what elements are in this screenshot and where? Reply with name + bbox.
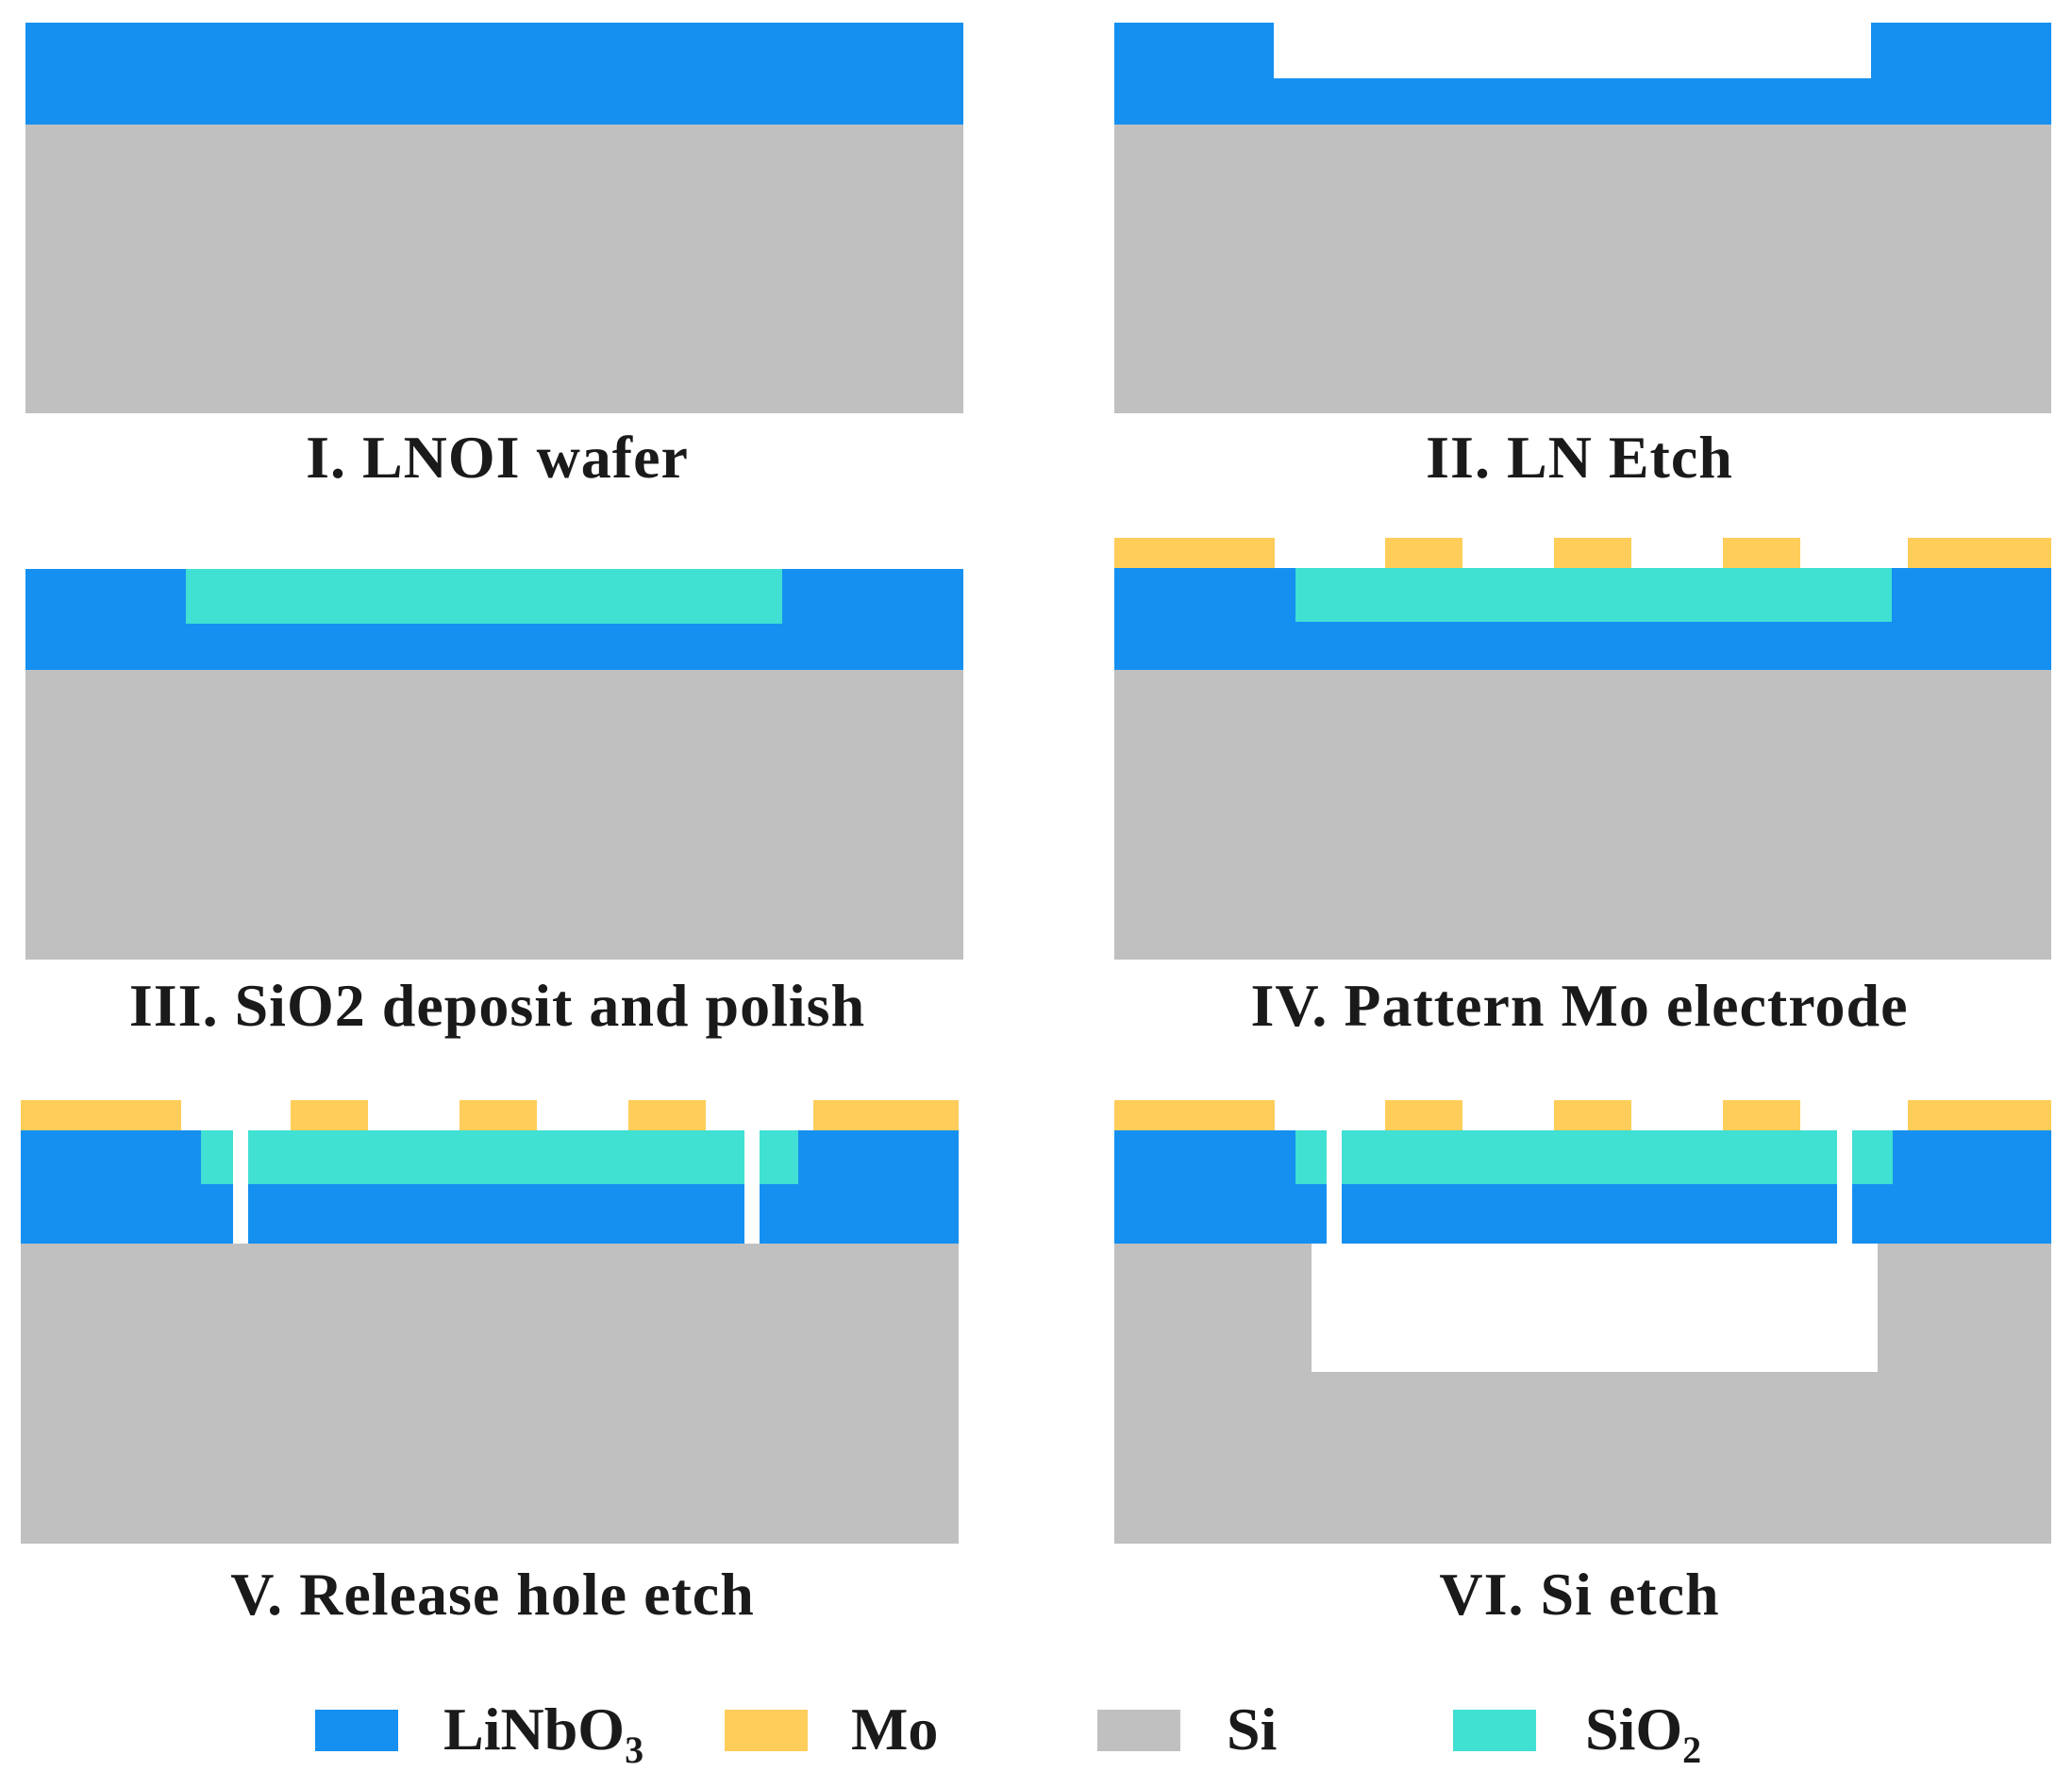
step-4-sio2-fill: [1295, 568, 1892, 622]
step-5-release-hole-right: [744, 1130, 760, 1244]
step-6-mo-electrode-4: [1723, 1100, 1800, 1130]
caption-step-4: IV. Pattern Mo electrode: [1250, 972, 1909, 1039]
step-1-linbo3-layer: [25, 23, 963, 125]
legend-label-linbo3: LiNbO3: [443, 1696, 644, 1771]
step-6-mo-electrode-5: [1908, 1100, 2051, 1130]
step-2-si-substrate: [1114, 125, 2051, 413]
step-5-mo-electrode-3: [460, 1100, 537, 1130]
step-3-sio2-fill: [186, 569, 782, 624]
step-4-mo-electrode-1: [1114, 538, 1275, 568]
step-5-mo-electrode-1: [21, 1100, 181, 1130]
step-5-sio2-fill: [201, 1130, 798, 1184]
step-6-release-hole-right: [1837, 1130, 1852, 1244]
step-6-mo-electrode-2: [1385, 1100, 1462, 1130]
step-5-si-substrate: [21, 1244, 959, 1544]
legend-label-si: Si: [1227, 1696, 1278, 1763]
step-4-mo-electrode-3: [1554, 538, 1631, 568]
step-6-mo-electrode-3: [1554, 1100, 1631, 1130]
legend-label-mo: Mo: [851, 1696, 939, 1763]
legend-label-sio2: SiO2: [1585, 1696, 1702, 1771]
step-5-mo-electrode-2: [291, 1100, 368, 1130]
step-4-mo-electrode-5: [1908, 538, 2051, 568]
caption-step-5: V. Release hole etch: [230, 1561, 755, 1628]
step-1-si-substrate: [25, 125, 963, 413]
step-6-mo-electrode-1: [1114, 1100, 1275, 1130]
step-5-mo-electrode-4: [628, 1100, 706, 1130]
step-6-released-cavity: [1312, 1244, 1878, 1372]
step-4-si-substrate: [1114, 670, 2051, 960]
legend-swatch-mo: [725, 1710, 808, 1751]
step-3-si-substrate: [25, 670, 963, 960]
caption-step-3: III. SiO2 deposit and polish: [128, 972, 866, 1039]
step-4-mo-electrode-4: [1723, 538, 1800, 568]
caption-step-2: II. LN Etch: [1426, 424, 1733, 491]
legend-swatch-linbo3: [315, 1710, 398, 1751]
step-6-sio2-fill: [1295, 1130, 1893, 1184]
caption-step-6: VI. Si etch: [1439, 1561, 1720, 1628]
legend-swatch-si: [1097, 1710, 1180, 1751]
caption-step-1: I. LNOI wafer: [306, 424, 689, 491]
step-5-mo-electrode-5: [813, 1100, 959, 1130]
legend-swatch-sio2: [1453, 1710, 1536, 1751]
step-5-release-hole-left: [233, 1130, 248, 1244]
step-2-etched-cavity: [1274, 23, 1871, 78]
step-4-mo-electrode-2: [1385, 538, 1462, 568]
step-6-release-hole-left: [1327, 1130, 1342, 1244]
